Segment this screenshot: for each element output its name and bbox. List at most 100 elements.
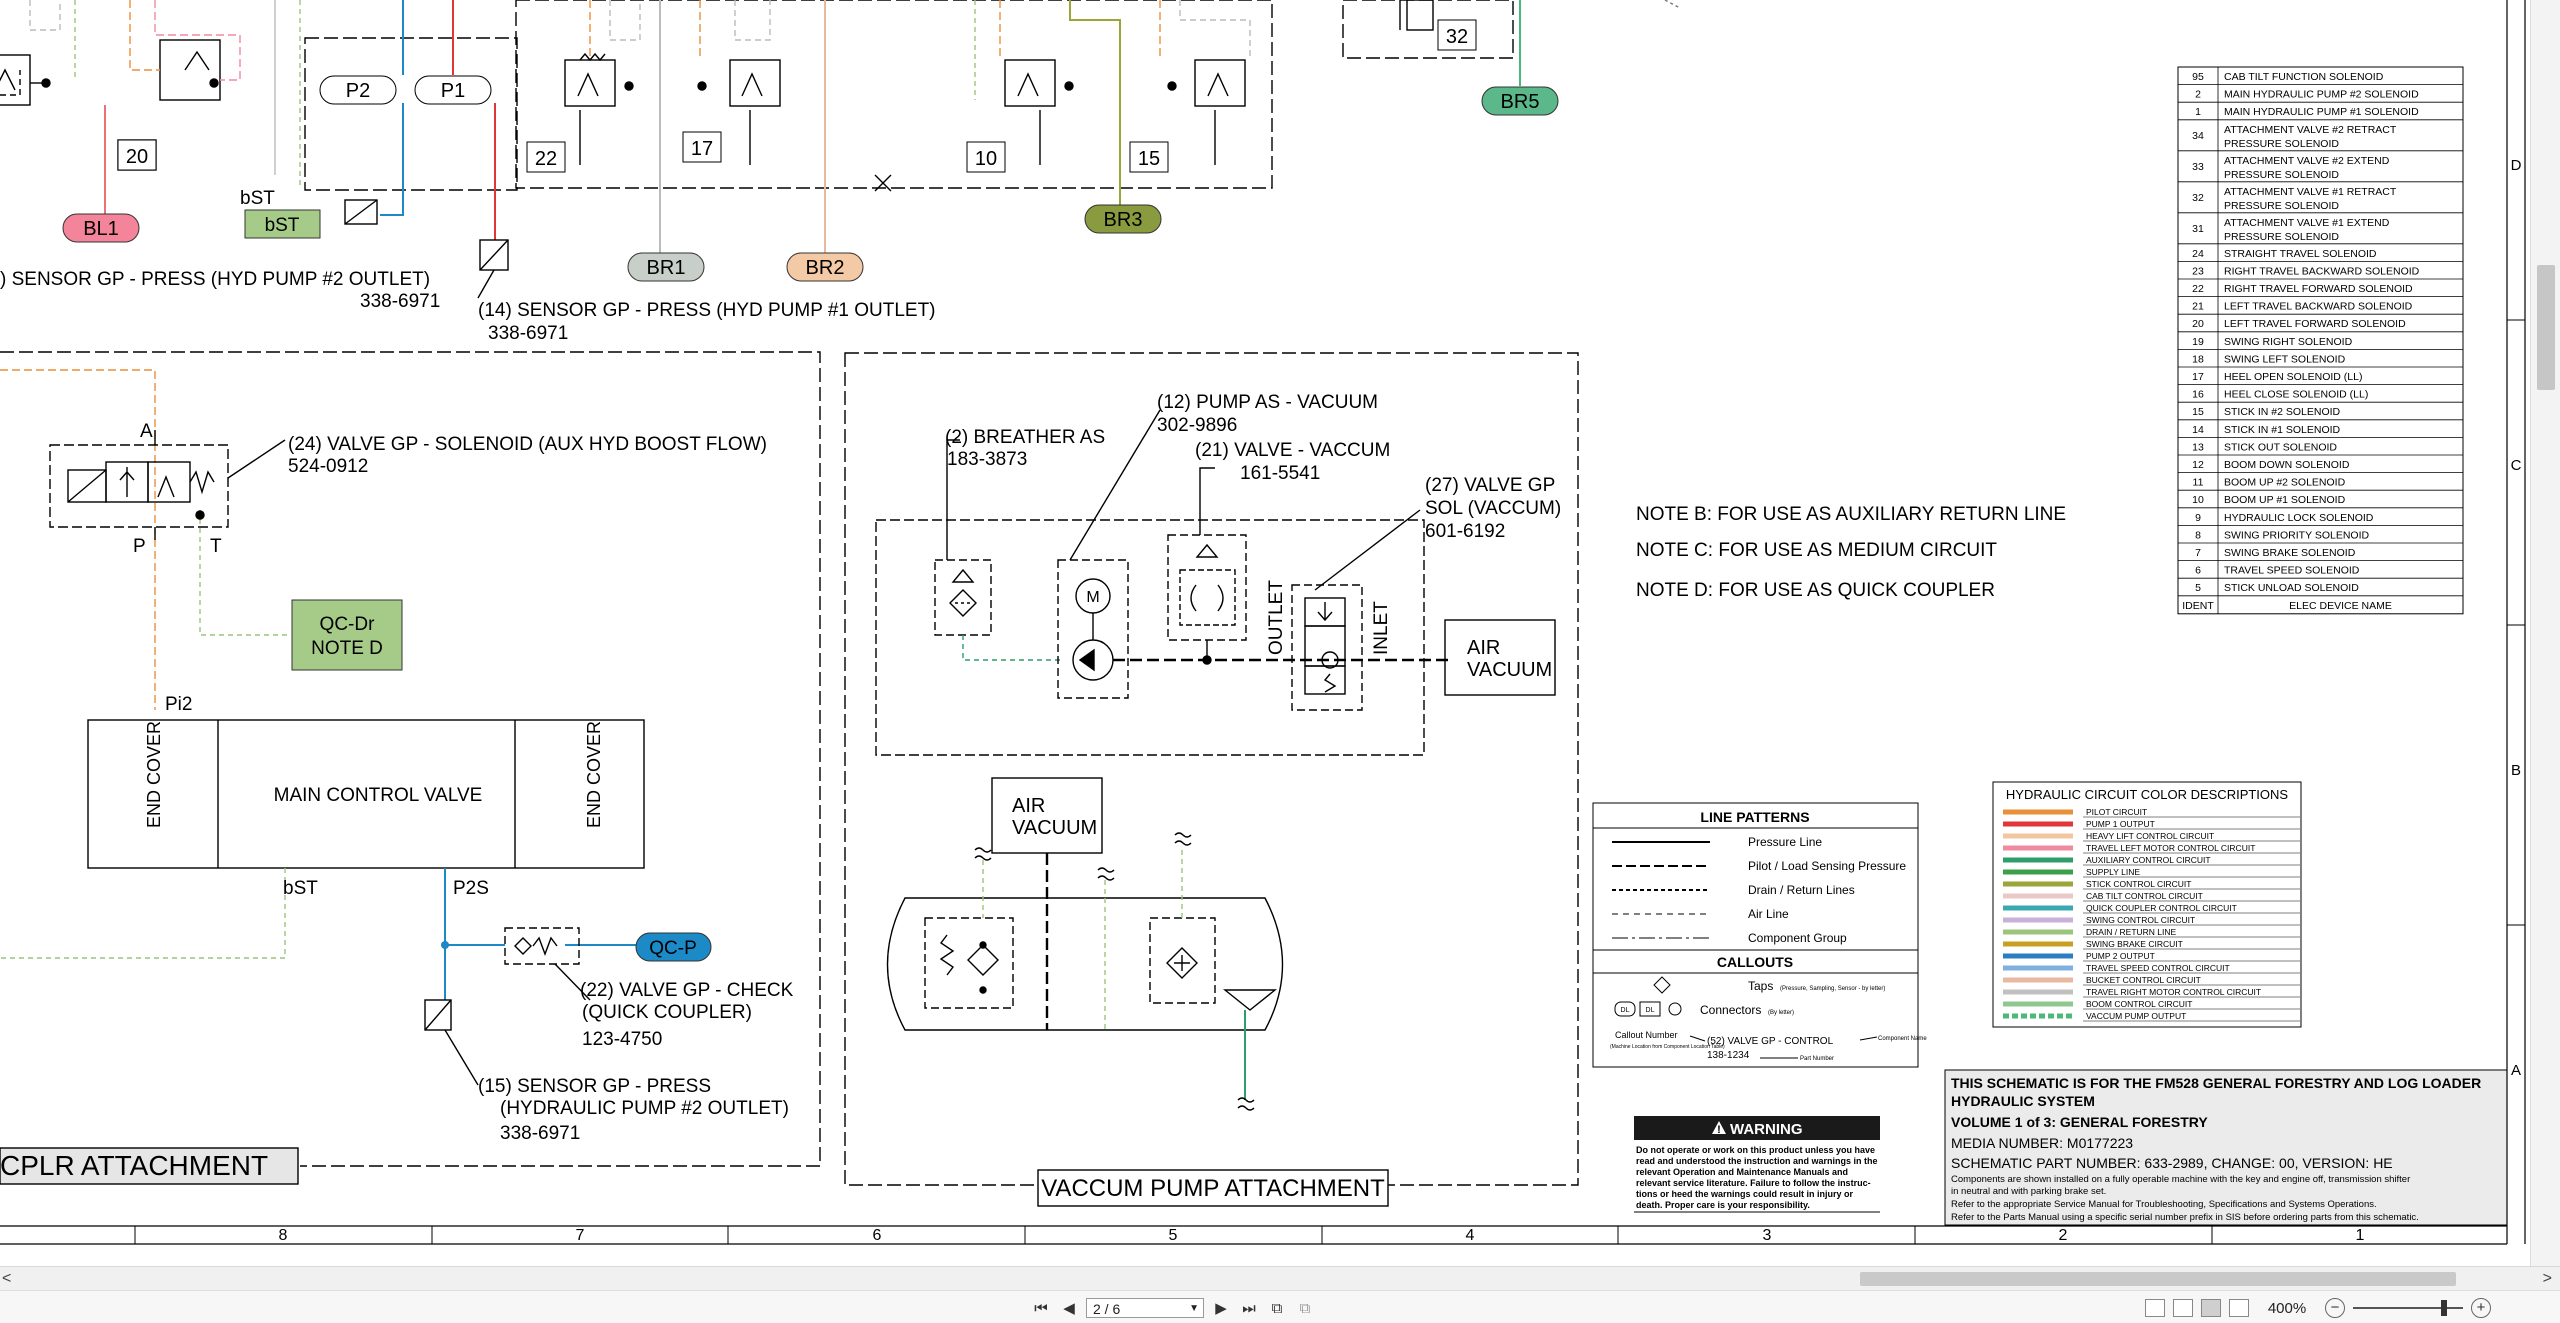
main-control-valve-label: MAIN CONTROL VALVE <box>274 785 483 806</box>
elec-ident: 1 <box>2195 106 2201 118</box>
callout-number-label: Callout Number <box>1615 1030 1678 1040</box>
valve-21-label: (21) VALVE - VACCUM <box>1195 440 1390 461</box>
taps-label: Taps <box>1748 979 1773 993</box>
connectors-note: (By letter) <box>1768 1010 1794 1016</box>
outlet-label: OUTLET <box>1266 580 1287 655</box>
color-legend-title: HYDRAULIC CIRCUIT COLOR DESCRIPTIONS <box>2006 787 2289 802</box>
title-line-9: Refer to the Parts Manual using a specif… <box>1951 1212 2419 1223</box>
vertical-scrollbar[interactable] <box>2530 0 2560 1266</box>
title-line-2: HYDRAULIC SYSTEM <box>1951 1093 2095 1109</box>
component-name-label: Component Name <box>1878 1036 1927 1042</box>
grid-row-label: B <box>2511 762 2521 779</box>
callout-32: 32 <box>1446 26 1468 48</box>
vacuum-panel-text: (12) PUMP AS - VACUUM 302-9896 (2) BREAT… <box>945 392 1561 1202</box>
valve-24-part: 524-0912 <box>288 456 368 477</box>
callout-20: 20 <box>126 146 148 168</box>
elec-ident: 22 <box>2192 283 2204 295</box>
connector-br3: BR3 <box>1104 209 1143 231</box>
horizontal-scrollbar[interactable]: < > <box>0 1266 2560 1291</box>
elec-ident: 17 <box>2192 371 2204 383</box>
elec-device-name: STICK OUT SOLENOID <box>2224 441 2337 453</box>
elec-ident: 32 <box>2192 192 2204 204</box>
previous-page-icon[interactable]: ◀ <box>1063 1299 1075 1317</box>
first-page-icon[interactable]: ⏮ <box>1034 1299 1048 1317</box>
callout-boxes-top: 20 22 17 10 15 32 <box>117 19 1477 173</box>
two-page-view-icon[interactable] <box>2201 1299 2221 1317</box>
pattern-pressure: Pressure Line <box>1748 835 1822 849</box>
warning-line: tions or heed the warnings could result … <box>1636 1189 1854 1199</box>
elec-device-name: BOOM UP #2 SOLENOID <box>2224 477 2346 489</box>
end-cover-left: END COVER <box>144 721 164 828</box>
zoom-slider[interactable] <box>2353 1298 2463 1318</box>
grid-row-label: C <box>2511 457 2522 474</box>
color-desc-label: PILOT CIRCUIT <box>2086 807 2147 817</box>
valve-21-part: 161-5541 <box>1240 463 1320 484</box>
pages-view-icon[interactable]: ⧉ <box>1299 1299 1311 1317</box>
color-desc-label: SWING BRAKE CIRCUIT <box>2086 939 2183 949</box>
pi2-label: Pi2 <box>165 694 192 715</box>
drawing-border <box>0 0 2526 1245</box>
scroll-left-arrow[interactable]: < <box>2 1270 12 1287</box>
page-navigation: ⏮ ◀ 2 / 6 ▼ ▶ ⏭ ⧉ ⧉ <box>1030 1295 1316 1321</box>
zoom-level[interactable]: 400% <box>2267 1299 2307 1317</box>
color-desc-label: BUCKET CONTROL CIRCUIT <box>2086 975 2201 985</box>
zoom-out-button[interactable]: − <box>2325 1298 2345 1318</box>
scroll-right-arrow[interactable]: > <box>2542 1270 2552 1287</box>
elec-device-name: TRAVEL SPEED SOLENOID <box>2224 565 2360 577</box>
grid-row-label: D <box>2511 157 2522 174</box>
elec-device-name: BOOM DOWN SOLENOID <box>2224 459 2350 471</box>
callouts-title: CALLOUTS <box>1717 954 1793 970</box>
color-desc-label: DRAIN / RETURN LINE <box>2086 927 2177 937</box>
title-line-1: THIS SCHEMATIC IS FOR THE FM528 GENERAL … <box>1951 1075 2481 1091</box>
note-c: NOTE C: FOR USE AS MEDIUM CIRCUIT <box>1636 540 1997 561</box>
taps-note: (Pressure, Sampling, Sensor - by letter) <box>1780 986 1885 992</box>
elec-ident: 2 <box>2195 89 2201 101</box>
breather-2-part: 183-3873 <box>947 449 1027 470</box>
connector-br1: BR1 <box>647 257 686 279</box>
cplr-attachment-title: CPLR ATTACHMENT <box>0 1150 268 1181</box>
elec-ident: 11 <box>2193 477 2204 489</box>
elec-ident: 19 <box>2192 336 2204 348</box>
pump-12-part: 302-9896 <box>1157 415 1237 436</box>
sensor-15-sub: (HYDRAULIC PUMP #2 OUTLET) <box>500 1098 789 1119</box>
pattern-air: Air Line <box>1748 907 1789 921</box>
elec-device-name: LEFT TRAVEL FORWARD SOLENOID <box>2224 318 2406 330</box>
last-page-icon[interactable]: ⏭ <box>1242 1299 1256 1317</box>
grid-column-label: 8 <box>279 1227 288 1244</box>
rotate-page-icon[interactable]: ⧉ <box>1271 1299 1283 1317</box>
next-page-icon[interactable]: ▶ <box>1215 1299 1227 1317</box>
title-line-8: Refer to the appropriate Service Manual … <box>1951 1199 2377 1210</box>
title-block: THIS SCHEMATIC IS FOR THE FM528 GENERAL … <box>1944 1069 2508 1226</box>
color-desc-label: TRAVEL LEFT MOTOR CONTROL CIRCUIT <box>2086 843 2255 853</box>
warning-line: Do not operate or work on this product u… <box>1636 1145 1875 1155</box>
color-desc-label: STICK CONTROL CIRCUIT <box>2086 879 2191 889</box>
elec-device-name: MAIN HYDRAULIC PUMP #2 SOLENOID <box>2224 89 2419 101</box>
elec-footer-name: ELEC DEVICE NAME <box>2289 600 2392 612</box>
color-desc-label: VACCUM PUMP OUTPUT <box>2086 1011 2186 1021</box>
title-line-6: Components are shown installed on a full… <box>1951 1174 2410 1185</box>
elec-ident: 8 <box>2195 529 2201 541</box>
line-patterns-legend: LINE PATTERNS Pressure Line Pilot / Load… <box>1592 802 1927 1068</box>
grid-column-label: 7 <box>576 1227 585 1244</box>
check-22-label: (22) VALVE GP - CHECK <box>580 980 794 1001</box>
valve-24-label: (24) VALVE GP - SOLENOID (AUX HYD BOOST … <box>288 434 767 455</box>
chevron-down-icon[interactable]: ▼ <box>1189 1303 1199 1314</box>
elec-ident: 6 <box>2195 565 2201 577</box>
zoom-slider-handle[interactable] <box>2441 1300 2447 1316</box>
single-page-view-icon[interactable] <box>2145 1299 2165 1317</box>
color-desc-label: PUMP 1 OUTPUT <box>2086 819 2155 829</box>
dl-glyph-2: DL <box>1646 1007 1655 1014</box>
two-page-continuous-view-icon[interactable] <box>2229 1299 2249 1317</box>
zoom-in-button[interactable]: + <box>2471 1298 2491 1318</box>
motor-label: M <box>1086 589 1099 606</box>
page-number-value: 2 / 6 <box>1093 1301 1121 1317</box>
sensor-15-part: 338-6971 <box>500 1123 580 1144</box>
elec-device-name: RIGHT TRAVEL BACKWARD SOLENOID <box>2224 265 2420 277</box>
callout-number-note: (Machine Location from Component Locatio… <box>1610 1044 1725 1050</box>
continuous-view-icon[interactable] <box>2173 1299 2193 1317</box>
vertical-scroll-thumb[interactable] <box>2537 265 2555 390</box>
pattern-pilot: Pilot / Load Sensing Pressure <box>1748 859 1906 873</box>
horizontal-scroll-thumb[interactable] <box>1860 1272 2456 1286</box>
elec-ident: 5 <box>2195 582 2201 594</box>
page-number-input[interactable]: 2 / 6 ▼ <box>1086 1298 1204 1318</box>
